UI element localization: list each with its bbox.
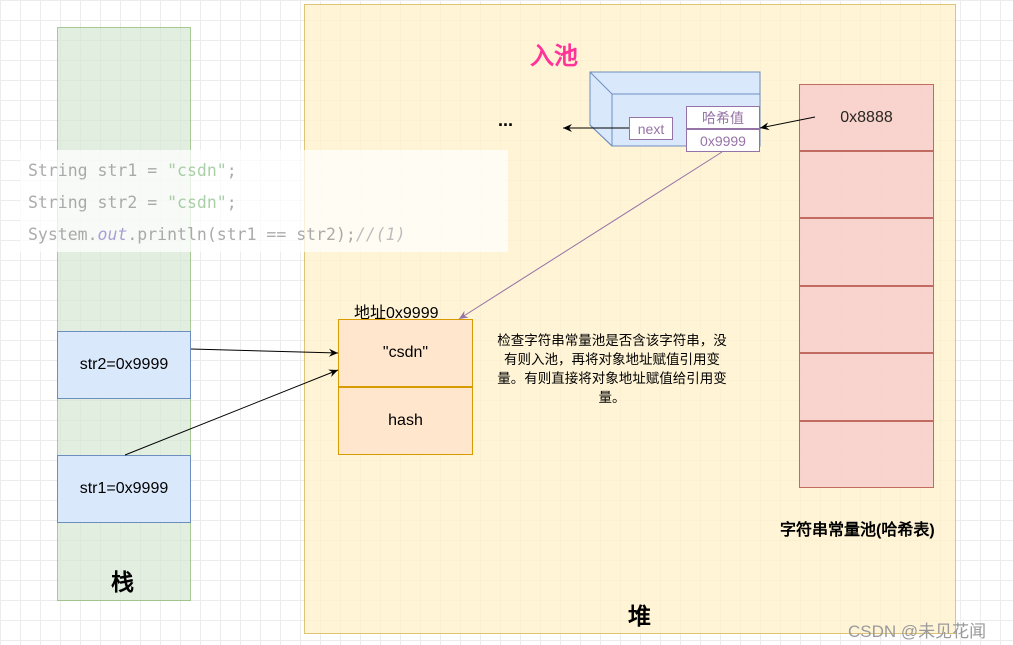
code-line-3: System.out.println(str1 == str2);//(1)	[28, 225, 406, 244]
intern-address: 地址0x8888	[633, 79, 718, 96]
pool-cell[interactable]	[799, 353, 934, 421]
intern-hash-label: 哈希值	[686, 106, 760, 129]
pool-cell[interactable]: 0x8888	[799, 84, 934, 151]
object-hash-cell[interactable]: hash	[338, 387, 473, 455]
pool-label: 字符串常量池(哈希表)	[780, 522, 935, 539]
stack-cell-str2[interactable]: str2=0x9999	[57, 331, 191, 399]
object-value-cell[interactable]: "csdn"	[338, 319, 473, 387]
code-line-1: String str1 = "csdn";	[28, 161, 237, 180]
code-overlay	[20, 150, 508, 252]
heap-label: 堆	[628, 603, 651, 629]
pool-cell[interactable]	[799, 151, 934, 218]
note-text: 检查字符串常量池是否含该字符串，没有则入池，再将对象地址赋值引用变量。有则直接将…	[497, 333, 727, 405]
object-address: 地址0x9999	[354, 305, 439, 322]
intern-hash-value[interactable]: 0x9999	[686, 129, 760, 152]
watermark: CSDN @未见花闻	[848, 622, 987, 641]
stack-cell-str1[interactable]: str1=0x9999	[57, 455, 191, 523]
intern-next-field[interactable]: next	[629, 117, 673, 140]
code-line-2: String str2 = "csdn";	[28, 193, 237, 212]
pool-cell[interactable]	[799, 286, 934, 353]
pool-cell[interactable]	[799, 421, 934, 488]
pool-cell[interactable]	[799, 218, 934, 286]
ellipsis-text: ...	[498, 110, 514, 130]
stack-label: 栈	[111, 569, 134, 595]
intern-title: 入池	[530, 43, 578, 70]
